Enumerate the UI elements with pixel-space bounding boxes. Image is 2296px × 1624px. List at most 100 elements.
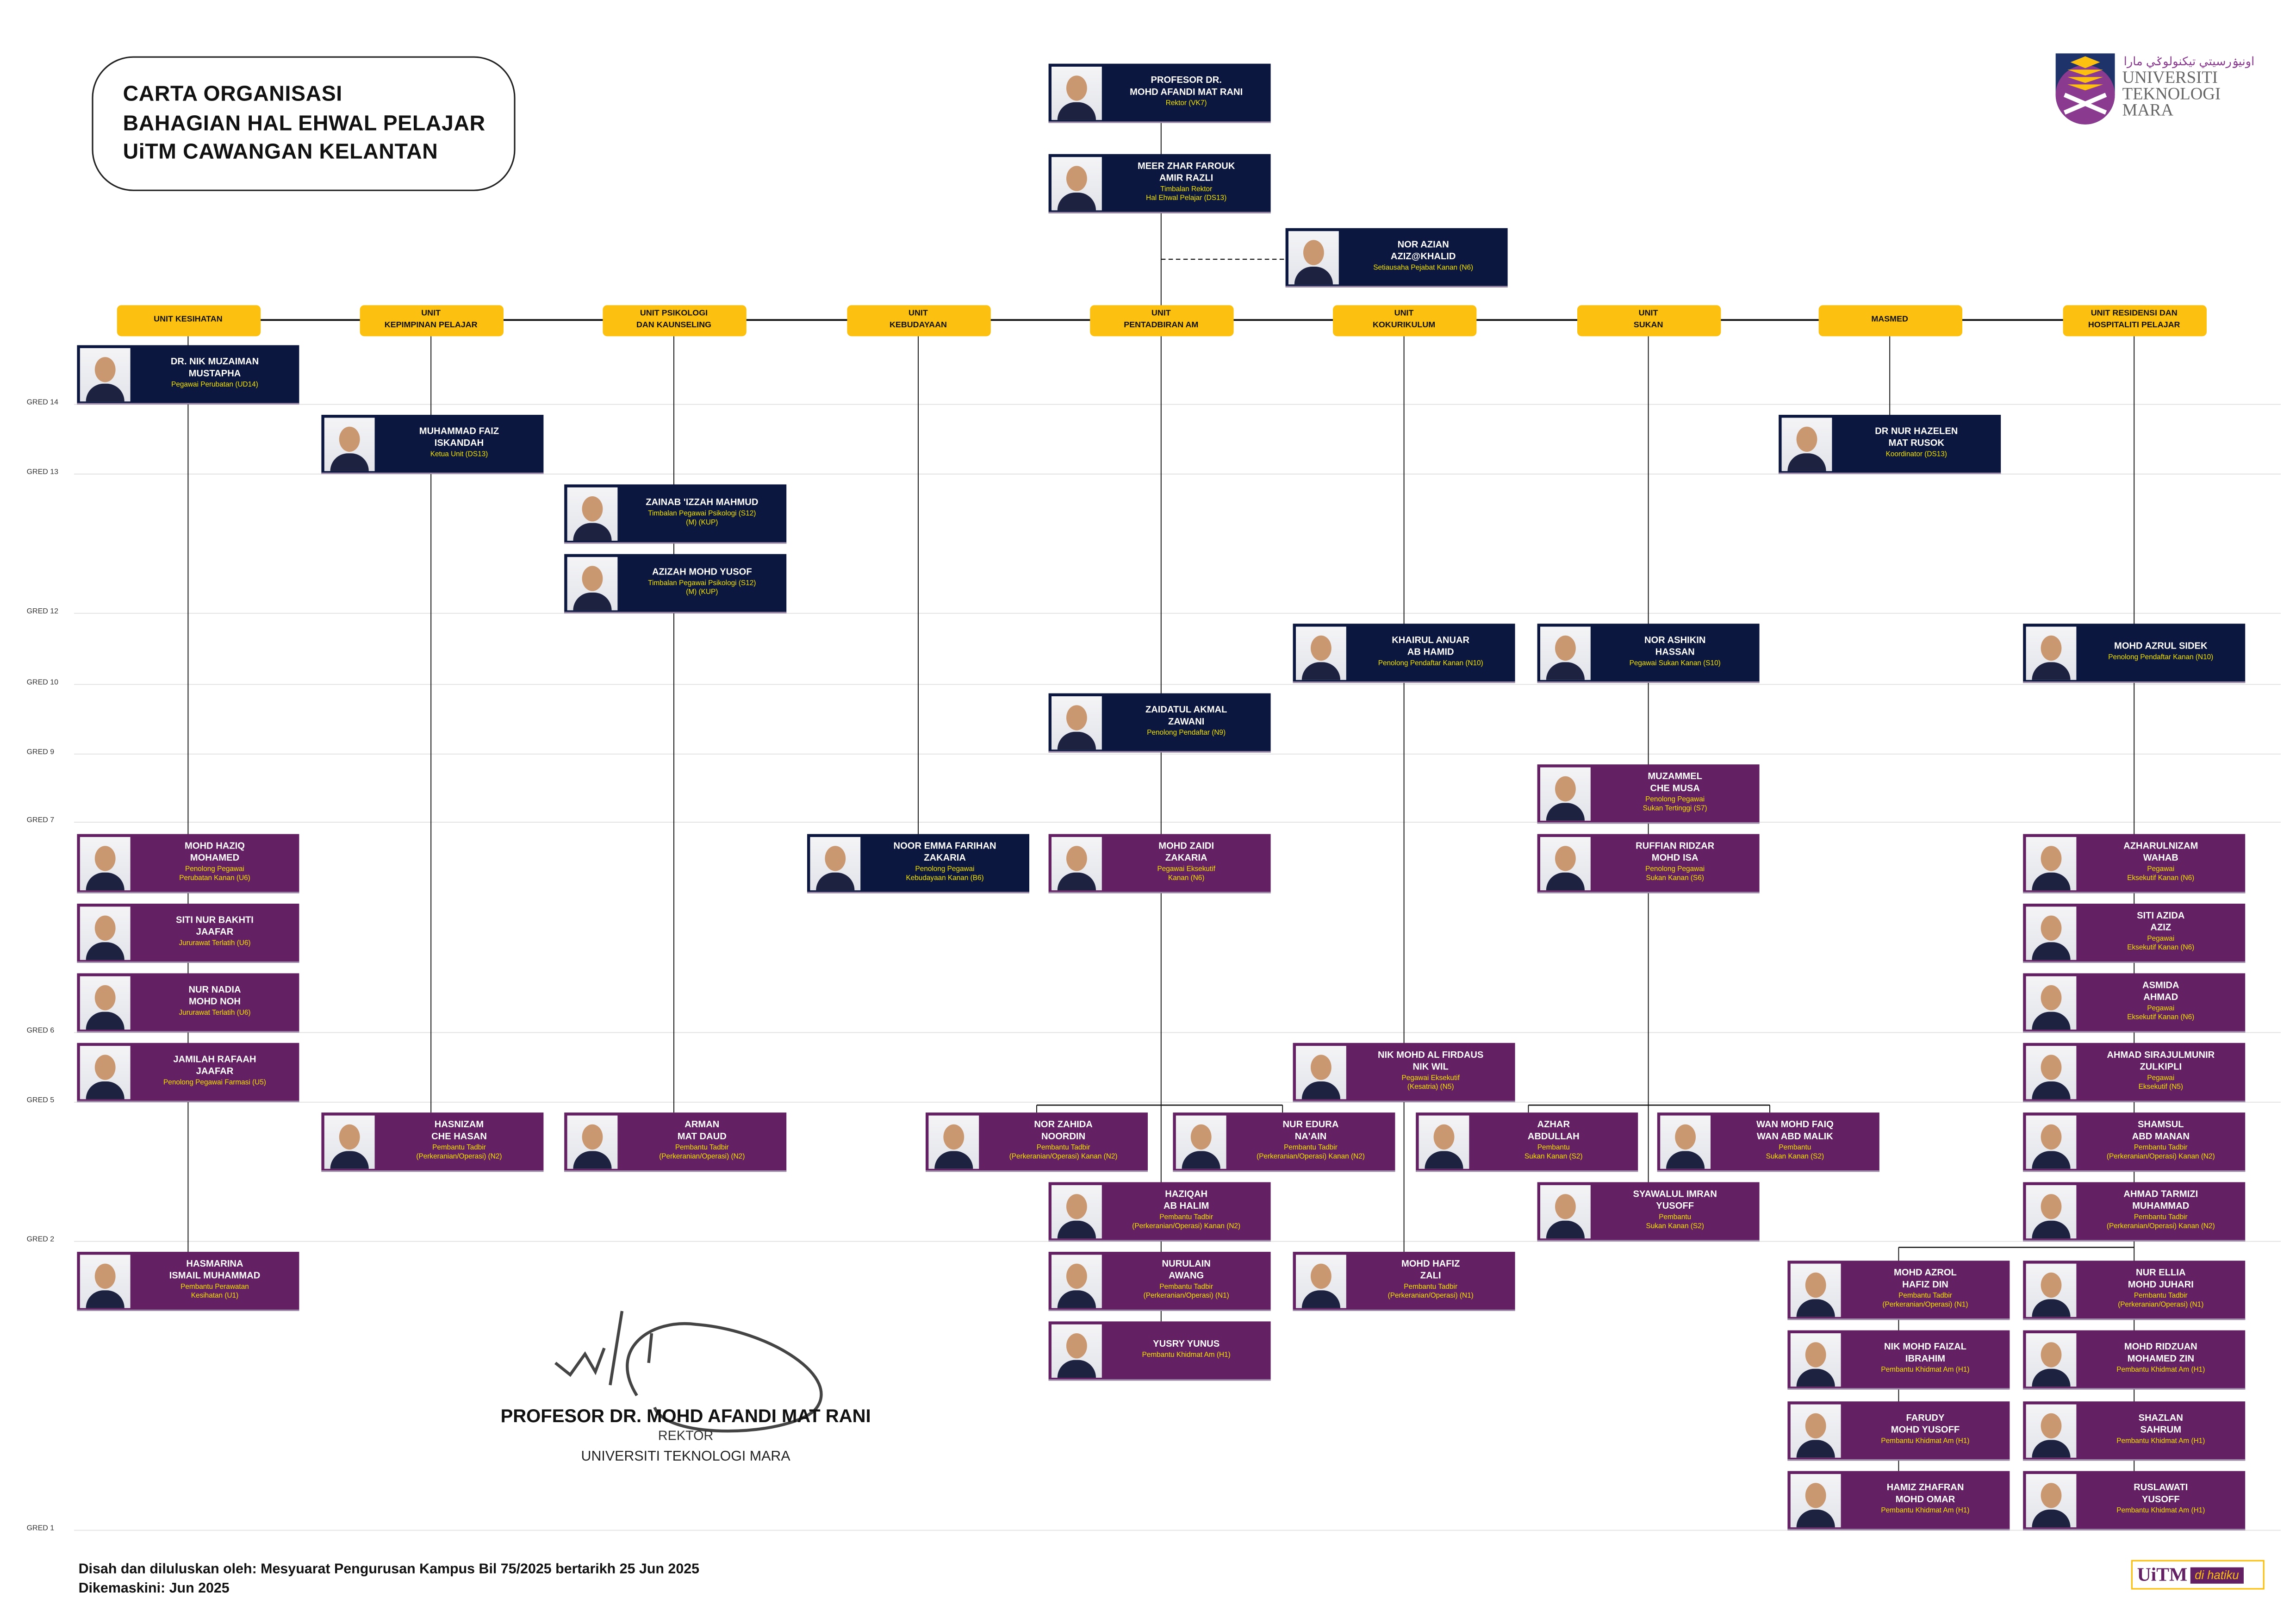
staff-photo bbox=[2026, 1404, 2077, 1457]
staff-name: HASNIZAM CHE HASAN bbox=[431, 1119, 487, 1142]
unit-box-residensi: UNIT RESIDENSI DAN HOSPITALITI PELAJAR bbox=[2062, 305, 2206, 337]
staff-card-azida: SITI AZIDA AZIZ Pegawai Eksekutif Kanan (… bbox=[2023, 904, 2246, 963]
staff-photo bbox=[567, 556, 618, 610]
staff-photo bbox=[567, 487, 618, 540]
staff-photo bbox=[1540, 767, 1591, 820]
staff-name: ZAIDATUL AKMAL ZAWANI bbox=[1145, 705, 1227, 727]
staff-role: Pegawai Eksekutif Kanan (N6) bbox=[2127, 937, 2195, 953]
staff-role: Pembantu Tadbir (Perkeranian/Operasi) (N… bbox=[1143, 1285, 1229, 1301]
staff-role: Penolong Pegawai Farmasi (U5) bbox=[163, 1080, 266, 1088]
chart-title-box: CARTA ORGANISASI BAHAGIAN HAL EHWAL PELA… bbox=[92, 56, 516, 191]
unit-box-pentadbiran: UNIT PENTADBIRAN AM bbox=[1089, 305, 1233, 337]
staff-role: Pegawai Eksekutif Kanan (N6) bbox=[1157, 867, 1215, 883]
staff-photo bbox=[2026, 1045, 2077, 1099]
staff-name: NOOR EMMA FARIHAN ZAKARIA bbox=[893, 841, 996, 863]
staff-role: Pembantu Tadbir (Perkeranian/Operasi) Ka… bbox=[2106, 1145, 2215, 1162]
staff-role: Jururawat Terlatih (U6) bbox=[179, 1011, 251, 1018]
staff-card-syawalul: SYAWALUL IMRAN YUSOFF Pembantu Sukan Kana… bbox=[1537, 1182, 1760, 1242]
staff-role: Pembantu Perawatan Kesihatan (U1) bbox=[180, 1285, 249, 1301]
staff-name: AZHARULNIZAM WAHAB bbox=[2123, 841, 2198, 863]
staff-role: Pembantu Khidmat Am (H1) bbox=[1881, 1508, 1970, 1516]
staff-name: MUZAMMEL CHE MUSA bbox=[1648, 771, 1702, 794]
staff-role: Jururawat Terlatih (U6) bbox=[179, 941, 251, 949]
staff-name: ASMIDA AHMAD bbox=[2142, 980, 2179, 1003]
grade-label: GRED 9 bbox=[26, 748, 55, 757]
staff-name: NURULAIN AWANG bbox=[1162, 1259, 1211, 1281]
staff-photo bbox=[1052, 1184, 1102, 1238]
staff-name: SITI AZIDA AZIZ bbox=[2137, 911, 2185, 933]
staff-name: AZHAR ABDULLAH bbox=[1527, 1119, 1580, 1142]
unit-box-kebudayaan: UNIT KEBUDAYAAN bbox=[846, 305, 990, 337]
staff-name: SITI NUR BAKHTI JAAFAR bbox=[176, 915, 254, 937]
staff-name: NUR ELLIA MOHD JUHARI bbox=[2128, 1268, 2194, 1290]
staff-name: NIK MOHD AL FIRDAUS NIK WIL bbox=[1378, 1050, 1484, 1072]
staff-name: AHMAD TARMIZI MUHAMMAD bbox=[2123, 1189, 2198, 1212]
badge-brand: UiTM bbox=[2137, 1563, 2188, 1585]
staff-role: Pegawai Sukan Kanan (S10) bbox=[1629, 661, 1721, 668]
staff-name: RUSLAWATI YUSOFF bbox=[2134, 1482, 2188, 1505]
title-line: BAHAGIAN HAL EHWAL PELAJAR bbox=[123, 112, 485, 136]
signatory-university: UNIVERSITI TEKNOLOGI MARA bbox=[581, 1449, 790, 1465]
staff-role: Setiausaha Pejabat Kanan (N6) bbox=[1373, 265, 1474, 273]
staff-photo bbox=[928, 1115, 979, 1168]
staff-photo bbox=[1790, 1404, 1841, 1457]
staff-role: Rektor (VK7) bbox=[1165, 101, 1207, 109]
staff-name: RUFFIAN RIDZAR MOHD ISA bbox=[1636, 841, 1715, 863]
staff-name: NUR NADIA MOHD NOH bbox=[188, 985, 241, 1007]
staff-role: Timbalan Rektor Hal Ehwal Pelajar (DS13) bbox=[1146, 187, 1227, 204]
unit-box-kesihatan: UNIT KESIHATAN bbox=[116, 305, 260, 337]
staff-role: Pembantu Sukan Kanan (S2) bbox=[1646, 1215, 1704, 1231]
staff-role: Pegawai Perubatan (UD14) bbox=[171, 382, 258, 390]
unit-box-sukan: UNIT SUKAN bbox=[1576, 305, 1720, 337]
staff-photo bbox=[80, 975, 131, 1029]
staff-role: Pembantu Khidmat Am (H1) bbox=[1142, 1353, 1231, 1361]
staff-photo bbox=[80, 1045, 131, 1099]
staff-photo bbox=[1288, 230, 1339, 284]
logo-university-name: UNIVERSITI TEKNOLOGI MARA bbox=[2122, 69, 2221, 120]
signatory-role: REKTOR bbox=[658, 1428, 714, 1443]
grade-label: GRED 10 bbox=[26, 678, 59, 687]
staff-name: SYAWALUL IMRAN YUSOFF bbox=[1633, 1189, 1717, 1212]
signatory-name: PROFESOR DR. MOHD AFANDI MAT RANI bbox=[500, 1405, 871, 1427]
staff-photo bbox=[2026, 1115, 2077, 1168]
staff-name: NIK MOHD FAIZAL IBRAHIM bbox=[1884, 1342, 1966, 1364]
staff-photo bbox=[1540, 836, 1591, 890]
badge-tagline: di hatiku bbox=[2190, 1567, 2244, 1583]
staff-name: ZAINAB 'IZZAH MAHMUD bbox=[646, 497, 759, 508]
staff-photo bbox=[1296, 1045, 1346, 1099]
staff-role: Pembantu Tadbir (Perkeranian/Operasi) (N… bbox=[1882, 1293, 1968, 1310]
staff-photo bbox=[2026, 836, 2077, 890]
staff-card-nurulain: NURULAIN AWANG Pembantu Tadbir (Perkerani… bbox=[1048, 1252, 1271, 1311]
staff-name: MUHAMMAD FAIZ ISKANDAH bbox=[419, 426, 499, 449]
staff-photo bbox=[80, 1254, 131, 1307]
staff-card-azhar: AZHAR ABDULLAH Pembantu Sukan Kanan (S2) bbox=[1416, 1112, 1638, 1172]
staff-photo bbox=[1296, 626, 1346, 680]
grade-label: GRED 5 bbox=[26, 1096, 55, 1106]
unit-box-masmed: MASMED bbox=[1818, 305, 1962, 337]
logo-jawi-text: اونيۏرسيتي تيکنولوݢي مارا bbox=[2123, 55, 2255, 69]
staff-card-nadia: NUR NADIA MOHD NOH Jururawat Terlatih (U6… bbox=[77, 973, 299, 1033]
updated-note: Dikemaskini: Jun 2025 bbox=[78, 1580, 230, 1597]
staff-role: Pembantu Sukan Kanan (S2) bbox=[1524, 1145, 1583, 1162]
staff-photo bbox=[1540, 1184, 1591, 1238]
staff-name: DR NUR HAZELEN MAT RUSOK bbox=[1875, 426, 1958, 449]
uitm-di-hatiku-badge: UiTM di hatiku bbox=[2131, 1560, 2265, 1590]
staff-name: MOHD HAZIQ MOHAMED bbox=[185, 841, 245, 863]
